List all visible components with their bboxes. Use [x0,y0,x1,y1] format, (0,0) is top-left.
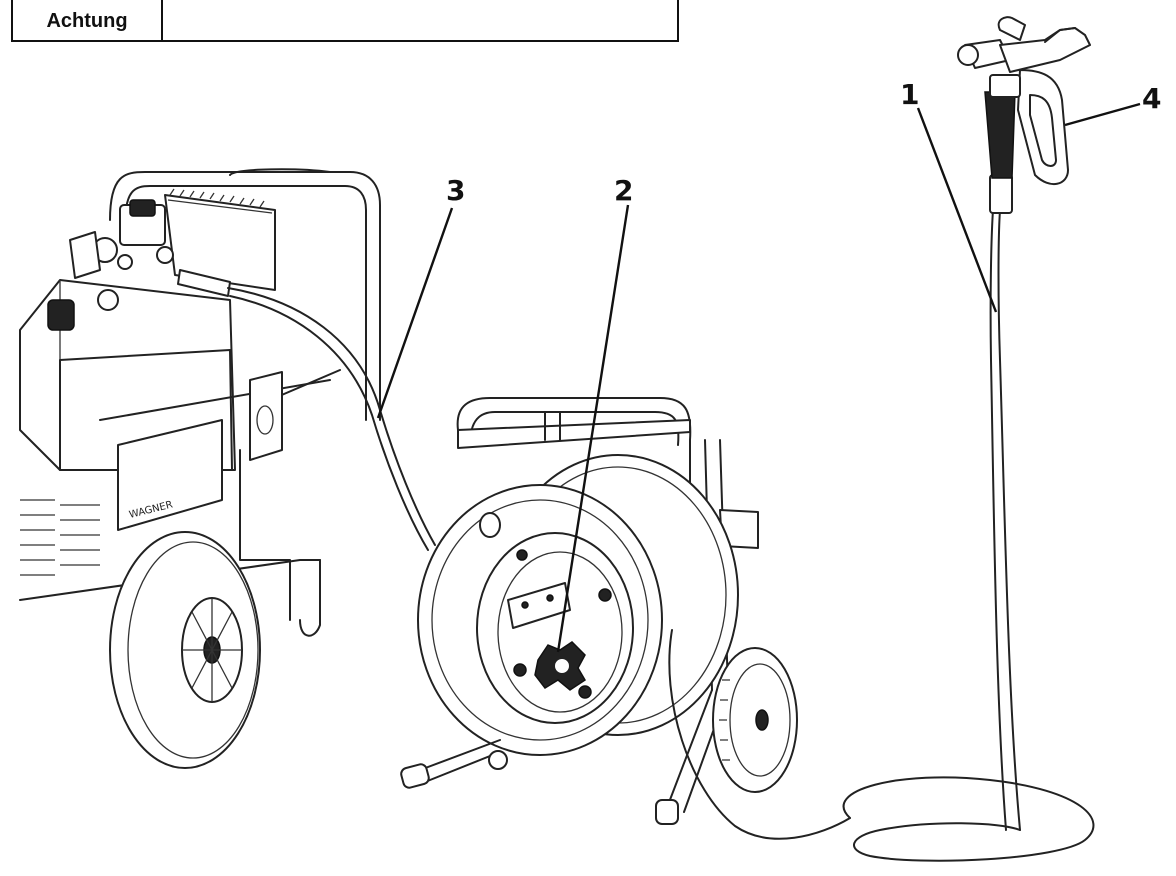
sprayer-unit: WAGNER [19,168,381,769]
callout-2: 2 [556,174,633,653]
spray-gun [957,16,1091,214]
callout-number-1: 1 [900,78,919,111]
vent-grille [20,499,100,576]
warning-box: Achtung [11,0,679,42]
callout-number-4: 4 [1142,82,1161,115]
callout-number-2: 2 [614,174,633,207]
warning-label: Achtung [13,0,163,40]
callout-1: 1 [900,78,998,313]
callout-number-3: 3 [446,174,465,207]
wheel-spokes [182,598,242,702]
callout-4: 4 [1064,82,1161,127]
hose-reel [400,397,798,825]
spray-hose [668,209,1095,862]
reel-wheel-tread [719,679,730,761]
callout-3: 3 [376,174,465,419]
